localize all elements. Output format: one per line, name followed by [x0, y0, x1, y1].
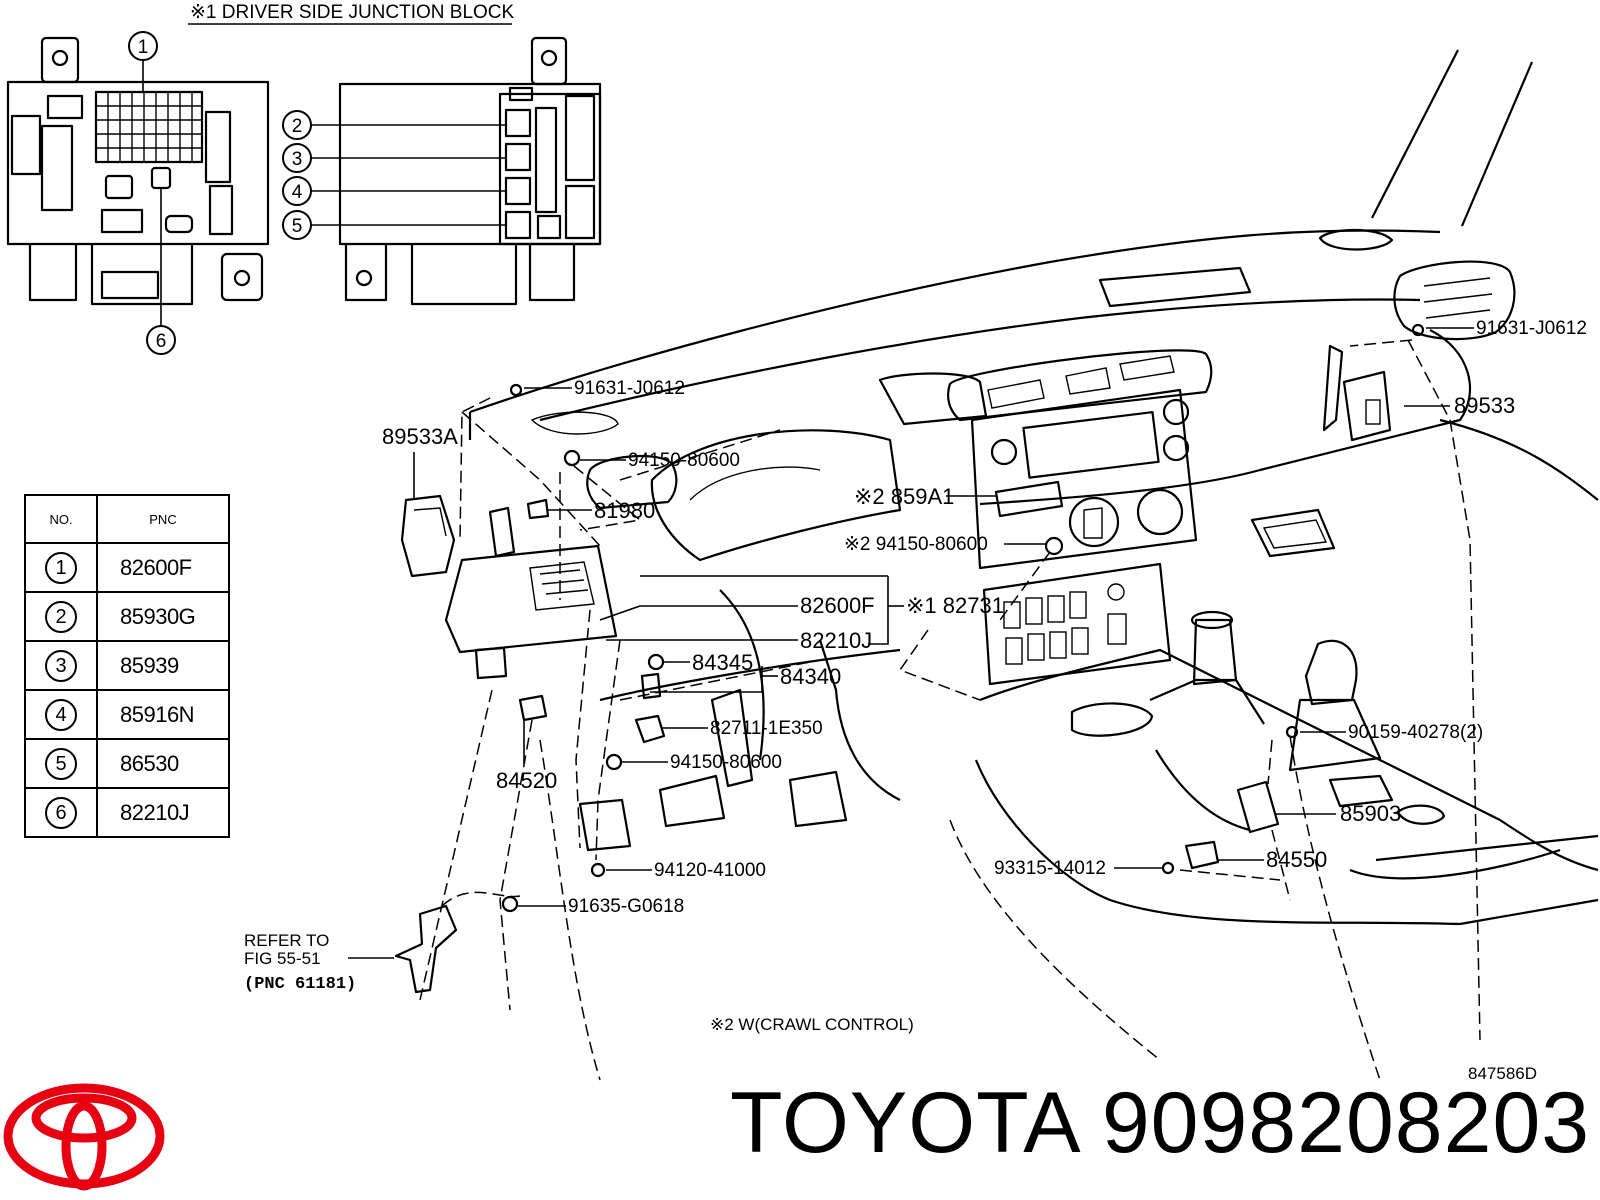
- brand-part-number: TOYOTA 9098208203: [730, 1080, 1590, 1166]
- label-84550: 84550: [1266, 847, 1327, 872]
- table-row: 5 86530: [24, 738, 230, 789]
- junction-block-part: [444, 544, 618, 654]
- label-refer-to: REFER TO: [244, 931, 329, 950]
- row-pnc: 85939: [96, 640, 230, 691]
- part-84550: [1184, 840, 1220, 870]
- row-no: 4: [45, 698, 77, 731]
- parts-layer: [394, 323, 1481, 1081]
- label-82711: 82711-1E350: [710, 718, 823, 739]
- row-no: 3: [45, 649, 77, 682]
- table-row: 3 85939: [24, 640, 230, 691]
- col-pnc: PNC: [96, 494, 230, 544]
- part-85903: [1236, 780, 1280, 834]
- label-refer-pnc: (PNC 61181): [244, 975, 356, 994]
- callout-6-label: 6: [156, 331, 167, 352]
- callout-3: [282, 143, 312, 173]
- callout-1-label: 1: [138, 37, 149, 58]
- junction-block-title: ※1 DRIVER SIDE JUNCTION BLOCK: [190, 2, 515, 23]
- label-82731: ※1 82731: [906, 593, 1004, 618]
- table-header-row: NO. PNC: [24, 494, 230, 544]
- label-85903: 85903: [1340, 801, 1401, 826]
- pnc-table: NO. PNC 1 82600F 2 85930G 3 85939 4 8591…: [24, 494, 230, 838]
- label-90159: 90159-40278(2): [1348, 722, 1483, 743]
- part-labels: 91631-J0612 91631-J0612 89533A 94150-806…: [244, 318, 1587, 1034]
- label-81980: 81980: [594, 498, 655, 523]
- callout-5: [282, 210, 312, 240]
- col-no: NO.: [24, 494, 98, 544]
- table-row: 1 82600F: [24, 542, 230, 593]
- row-no: 5: [45, 747, 77, 780]
- junction-callouts: 1 2 3 4 5 6: [128, 31, 506, 355]
- table-row: 2 85930G: [24, 591, 230, 642]
- callout-4-label: 4: [292, 182, 303, 203]
- label-refer-fig: FIG 55-51: [244, 949, 321, 968]
- callout-1: [128, 31, 158, 61]
- row-pnc: 82600F: [96, 542, 230, 593]
- label-89533A: 89533A: [382, 424, 458, 449]
- bracket-61181: [394, 904, 458, 994]
- label-89533: 89533: [1454, 393, 1515, 418]
- row-pnc: 86530: [96, 738, 230, 789]
- callout-5-label: 5: [292, 216, 303, 237]
- part-number: 9098208203: [1101, 1075, 1591, 1171]
- row-pnc: 85916N: [96, 689, 230, 740]
- brand-name: TOYOTA: [730, 1075, 1077, 1171]
- label-859A1: ※2 859A1: [854, 484, 954, 509]
- callout-6: [146, 325, 176, 355]
- row-no: 1: [45, 551, 77, 584]
- row-no: 6: [45, 796, 77, 829]
- label-84345: 84345: [692, 650, 753, 675]
- label-94120: 94120-41000: [654, 860, 766, 881]
- dashboard-assembly: [468, 49, 1599, 926]
- label-91635: 91635-G0618: [568, 896, 684, 917]
- label-94150-a: 94150-80600: [628, 450, 740, 471]
- row-pnc: 85930G: [96, 591, 230, 642]
- label-94150-b: ※2 94150-80600: [844, 534, 988, 555]
- callout-3-label: 3: [292, 149, 303, 170]
- label-93315: 93315-14012: [994, 858, 1106, 879]
- diagram-code: 847586D: [1468, 1064, 1538, 1083]
- callout-2-label: 2: [292, 116, 303, 137]
- part-89533A: [400, 494, 456, 578]
- label-91631-left: 91631-J0612: [574, 378, 685, 399]
- part-89533-bracket: [1322, 344, 1344, 432]
- label-crawl-control: ※2 W(CRAWL CONTROL): [710, 1015, 914, 1034]
- label-84520: 84520: [496, 768, 557, 793]
- part-89533: [1342, 370, 1392, 442]
- junction-block-front: [6, 36, 270, 306]
- row-pnc: 82210J: [96, 787, 230, 838]
- label-82210J: 82210J: [800, 628, 872, 653]
- toyota-logo: [3, 1083, 165, 1191]
- callout-4: [282, 176, 312, 206]
- callout-2: [282, 110, 312, 140]
- table-row: 4 85916N: [24, 689, 230, 740]
- label-82600F: 82600F: [800, 593, 875, 618]
- junction-block-inset: ※1 DRIVER SIDE JUNCTION BLOCK: [6, 2, 602, 355]
- row-no: 2: [45, 600, 77, 633]
- label-84340: 84340: [780, 664, 841, 689]
- junction-block-rear: [338, 36, 602, 306]
- label-94150-c: 94150-80600: [670, 752, 782, 773]
- part-859A1: [994, 480, 1064, 518]
- table-row: 6 82210J: [24, 787, 230, 838]
- label-91631-top: 91631-J0612: [1476, 318, 1587, 339]
